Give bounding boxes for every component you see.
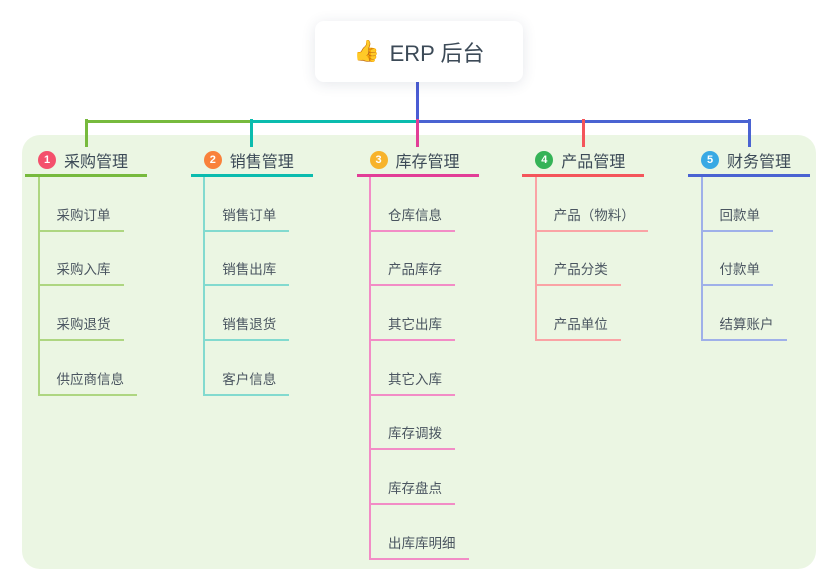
branch-header[interactable]: 4 产品管理	[522, 146, 645, 177]
root-node[interactable]: 👍 ERP 后台	[315, 21, 523, 82]
child-label: 销售订单	[222, 207, 277, 223]
child-label: 客户信息	[222, 371, 277, 387]
child-label: 库存盘点	[388, 481, 442, 496]
child-label: 仓库信息	[388, 207, 442, 223]
branch-number-badge: 5	[701, 151, 719, 169]
child-node[interactable]: 付款单	[700, 252, 773, 287]
branch-label: 库存管理	[395, 154, 460, 171]
child-node[interactable]: 客户信息	[203, 362, 290, 396]
bus-line-segment	[251, 119, 418, 123]
child-node[interactable]: 结算账户	[700, 307, 787, 341]
child-node[interactable]: 采购入库	[37, 252, 124, 287]
child-label: 产品单位	[553, 316, 608, 332]
branch-drop-line	[250, 119, 254, 147]
branch-number-badge: 3	[369, 151, 388, 169]
branches-panel	[22, 135, 816, 569]
branch-drop-line	[581, 119, 585, 147]
child-node[interactable]: 库存调拨	[369, 416, 455, 451]
child-node[interactable]: 产品分类	[534, 252, 621, 287]
child-label: 回款单	[719, 207, 761, 223]
branch-header[interactable]: 1 采购管理	[25, 146, 147, 177]
branch-drop-line	[747, 119, 751, 147]
child-node[interactable]: 出库库明细	[369, 526, 469, 560]
child-node[interactable]: 产品库存	[369, 252, 455, 287]
branch-children-line	[534, 177, 537, 341]
branch-label: 采购管理	[64, 154, 129, 171]
branch-children-line	[369, 177, 371, 560]
child-label: 产品分类	[553, 262, 608, 278]
child-node[interactable]: 产品（物料）	[534, 198, 648, 232]
branch-drop-line	[416, 119, 419, 147]
branch-children-line	[37, 177, 40, 396]
child-label: 产品（物料）	[553, 207, 635, 223]
root-connector-line	[416, 81, 419, 123]
thumbs-up-icon: 👍	[353, 40, 380, 63]
branch-children-line	[203, 177, 206, 396]
child-label: 库存调拨	[388, 426, 442, 442]
child-node[interactable]: 其它入库	[369, 362, 455, 396]
child-node[interactable]: 库存盘点	[369, 471, 455, 505]
child-node[interactable]: 销售退货	[203, 307, 290, 341]
child-label: 其它出库	[388, 316, 442, 332]
root-label: ERP 后台	[389, 40, 485, 66]
child-label: 付款单	[719, 262, 761, 278]
branch-children-line	[700, 177, 703, 341]
child-node[interactable]: 销售订单	[203, 198, 290, 232]
branch-header[interactable]: 2 销售管理	[190, 146, 313, 177]
child-node[interactable]: 供应商信息	[37, 362, 137, 396]
branch-label: 销售管理	[229, 154, 294, 171]
child-node[interactable]: 产品单位	[534, 307, 621, 341]
child-label: 销售出库	[222, 262, 277, 278]
child-label: 产品库存	[388, 262, 442, 278]
child-node[interactable]: 采购订单	[37, 198, 124, 232]
child-label: 结算账户	[719, 316, 774, 332]
branch-header[interactable]: 3 库存管理	[356, 146, 479, 177]
child-label: 采购订单	[56, 207, 111, 223]
branch-header[interactable]: 5 财务管理	[688, 146, 810, 177]
branch-label: 财务管理	[727, 154, 792, 171]
child-node[interactable]: 其它出库	[369, 307, 455, 341]
child-label: 销售退货	[222, 316, 277, 332]
child-label: 供应商信息	[56, 371, 125, 387]
child-node[interactable]: 销售出库	[203, 252, 290, 287]
bus-line-segment	[84, 119, 252, 123]
branch-number-badge: 1	[38, 151, 56, 169]
child-label: 其它入库	[388, 371, 442, 387]
child-node[interactable]: 采购退货	[37, 307, 124, 341]
child-label: 出库库明细	[388, 535, 456, 551]
child-node[interactable]: 仓库信息	[369, 198, 455, 232]
branch-number-badge: 4	[535, 151, 554, 169]
branch-number-badge: 2	[203, 151, 222, 169]
child-label: 采购退货	[56, 316, 111, 332]
branch-drop-line	[84, 119, 88, 147]
child-node[interactable]: 回款单	[700, 198, 773, 232]
branch-label: 产品管理	[561, 154, 626, 171]
child-label: 采购入库	[56, 262, 111, 278]
